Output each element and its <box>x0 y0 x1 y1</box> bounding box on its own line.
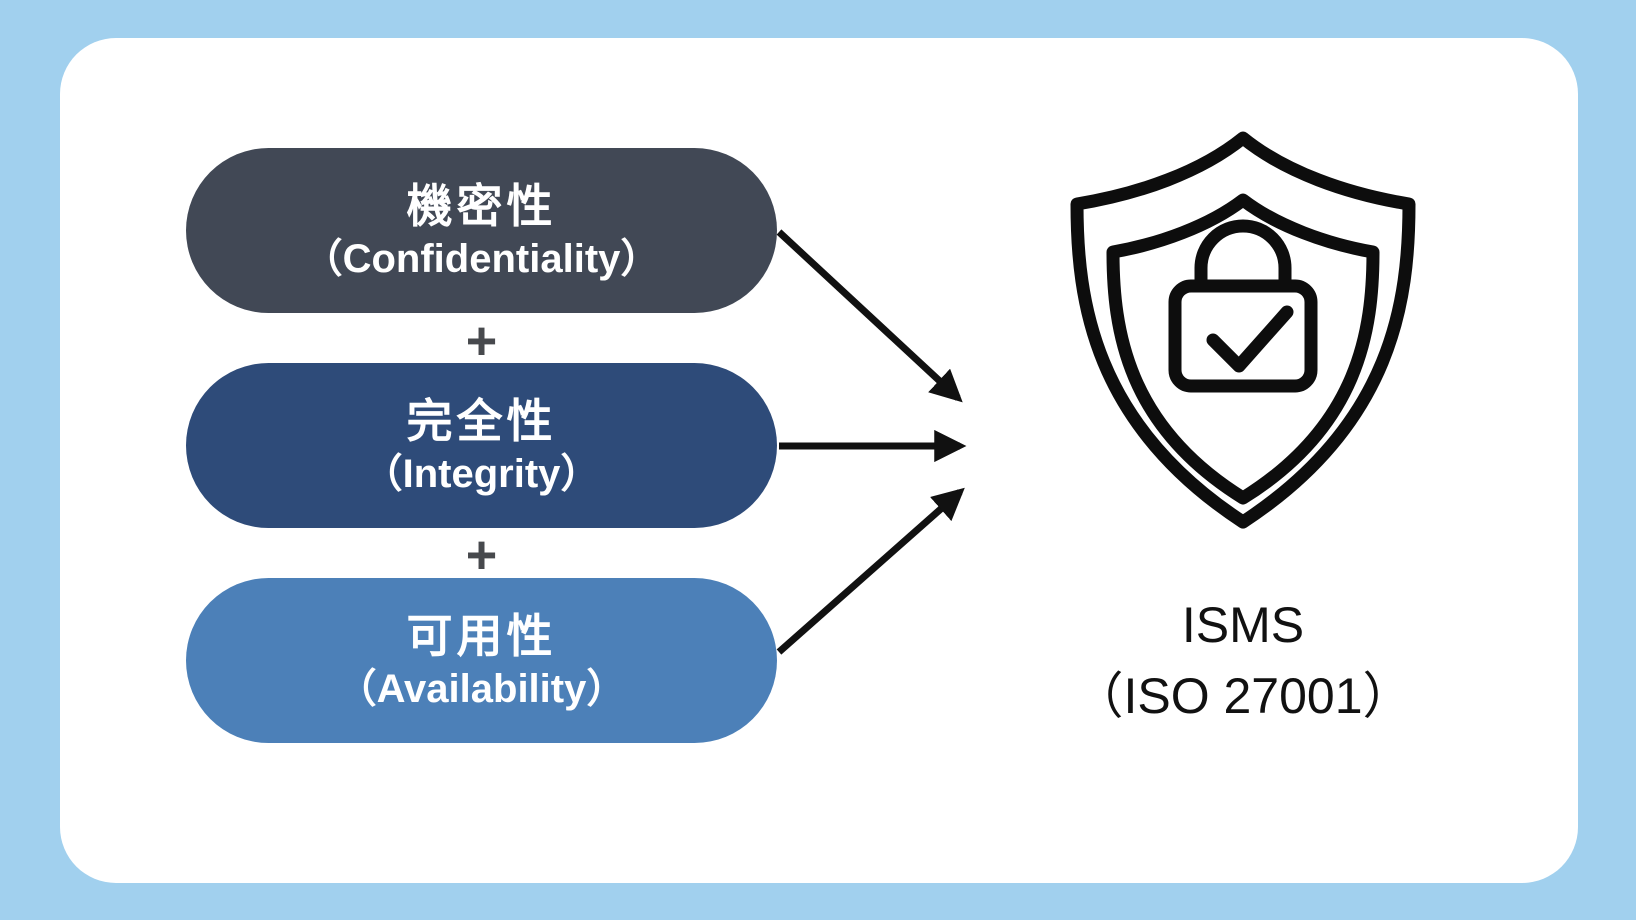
pill-confidentiality-title-ja: 機密性 <box>406 179 557 232</box>
pill-availability-title-en: （Availability） <box>336 666 627 711</box>
pill-confidentiality-title-en: （Confidentiality） <box>302 236 661 281</box>
shield-lock-check-icon <box>1070 131 1416 529</box>
checkmark-icon <box>1206 305 1294 373</box>
isms-label: ISMS （ISO 27001） <box>1018 590 1468 732</box>
lock-shackle <box>1194 219 1292 293</box>
pill-integrity: 完全性 （Integrity） <box>186 363 777 528</box>
pill-availability-title-ja: 可用性 <box>406 609 557 662</box>
shield-outer-outline <box>1070 131 1416 529</box>
pill-integrity-title-en: （Integrity） <box>362 451 601 496</box>
plus-separator-1: + <box>186 311 777 371</box>
plus-separator-2: + <box>186 525 777 585</box>
shield-inner-outline <box>1106 193 1380 505</box>
plus-icon: + <box>465 525 498 585</box>
pill-confidentiality: 機密性 （Confidentiality） <box>186 148 777 313</box>
isms-label-line2: （ISO 27001） <box>1073 668 1413 724</box>
isms-label-line1: ISMS <box>1181 597 1305 653</box>
pill-availability: 可用性 （Availability） <box>186 578 777 743</box>
pill-integrity-title-ja: 完全性 <box>406 394 557 447</box>
plus-icon: + <box>465 311 498 371</box>
lock-body <box>1168 279 1318 393</box>
